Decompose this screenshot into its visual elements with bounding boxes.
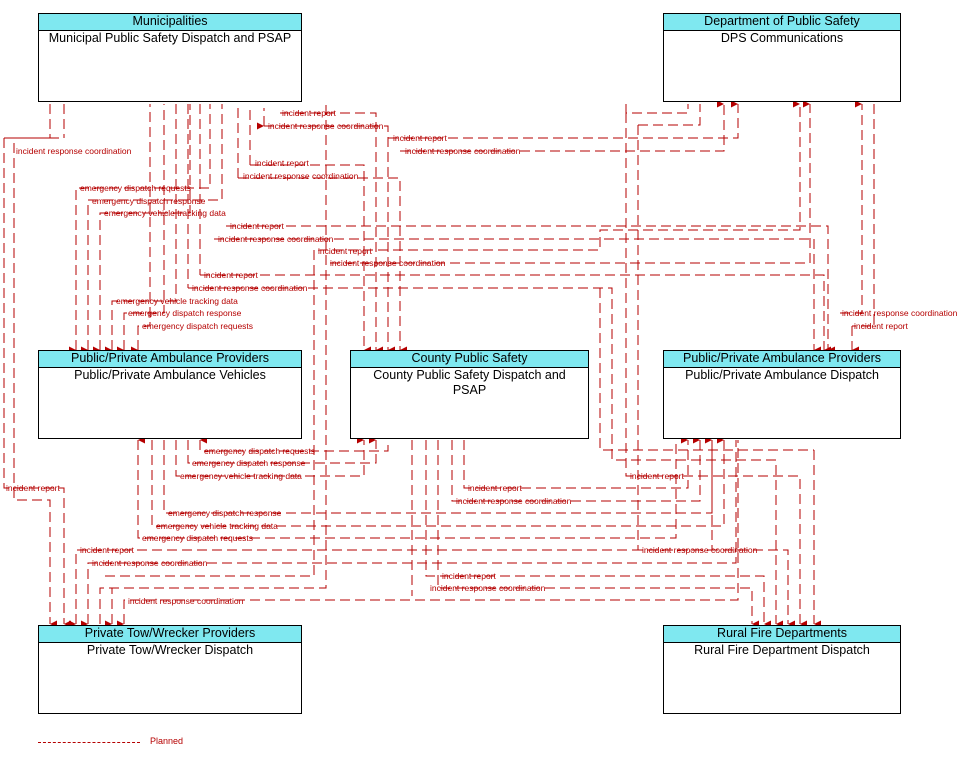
flow-label: emergency dispatch requests (142, 533, 253, 543)
flow-label: incident response coordination (456, 496, 572, 506)
node-name-label: Public/Private Ambulance Dispatch (685, 368, 879, 382)
node-name-label: Private Tow/Wrecker Dispatch (86, 643, 254, 657)
flow-label: incident response coordination (330, 258, 446, 268)
node-ambulance-dispatch: Public/Private Ambulance Providers Publi… (663, 350, 901, 439)
flow-label: incident report (6, 483, 61, 493)
flow-label: incident response coordination (192, 283, 308, 293)
node-name-label: County Public Safety Dispatch and PSAP (373, 368, 566, 397)
flow-label: emergency dispatch requests (80, 183, 191, 193)
flow-label: incident response coordination (642, 545, 758, 555)
flow-label: emergency dispatch response (92, 196, 206, 206)
flow-county-dps (318, 100, 811, 264)
flow-vehicles-county (175, 436, 389, 477)
flow-label: incident report (854, 321, 909, 331)
flow-dps-fire (599, 104, 821, 628)
flow-label: incident response coordination (405, 146, 521, 156)
flow-label: emergency dispatch requests (204, 446, 315, 456)
node-org-label: Public/Private Ambulance Providers (39, 351, 301, 368)
flow-label: emergency vehicle tracking data (116, 296, 238, 306)
node-municipal: Municipalities Municipal Public Safety D… (38, 13, 302, 102)
node-tow: Private Tow/Wrecker Providers Private To… (38, 625, 302, 714)
flow-label: emergency vehicle tracking data (104, 208, 226, 218)
node-name-label: DPS Communications (720, 31, 844, 45)
flow-label: incident response coordination (92, 558, 208, 568)
flow-label: incident report (255, 158, 310, 168)
flow-label: emergency vehicle tracking data (156, 521, 278, 531)
flow-muni-ambdispatch (187, 104, 835, 628)
flow-label: incident response coordination (243, 171, 359, 181)
flow-label: incident report (468, 483, 523, 493)
flow-label: incident response coordination (218, 234, 334, 244)
flow-label: emergency vehicle tracking data (180, 471, 302, 481)
node-org-label: Private Tow/Wrecker Providers (39, 626, 301, 643)
node-org-label: County Public Safety (351, 351, 588, 368)
flow-label: emergency dispatch response (192, 458, 306, 468)
flow-label: incident report (318, 246, 373, 256)
node-name-label: Rural Fire Department Dispatch (694, 643, 870, 657)
node-ambulance-vehicles: Public/Private Ambulance Providers Publi… (38, 350, 302, 439)
flow-county-ambdispatch (451, 436, 701, 502)
flow-dps-ambdispatch (840, 100, 875, 354)
flow-label: incident response coordination (128, 596, 244, 606)
flow-label: incident report (282, 108, 337, 118)
flow-label: incident report (230, 221, 285, 231)
node-org-label: Rural Fire Departments (664, 626, 900, 643)
flow-label: emergency dispatch response (128, 308, 242, 318)
flow-label: incident report (204, 270, 259, 280)
flow-label: incident report (442, 571, 497, 581)
flow-label: incident report (393, 133, 448, 143)
node-fire: Rural Fire Departments Rural Fire Depart… (663, 625, 901, 714)
flow-label: emergency dispatch requests (142, 321, 253, 331)
flow-label: incident response coordination (842, 308, 958, 318)
legend-line (38, 742, 140, 743)
node-org-label: Public/Private Ambulance Providers (664, 351, 900, 368)
node-org-label: Municipalities (39, 14, 301, 31)
node-name-label: Public/Private Ambulance Vehicles (74, 368, 266, 382)
flow-label: emergency dispatch response (168, 508, 282, 518)
flow-muni-tow (3, 104, 71, 628)
flow-label: incident response coordination (16, 146, 132, 156)
node-county: County Public Safety County Public Safet… (350, 350, 589, 439)
flow-vehicles-ambdispatch (137, 436, 725, 539)
flow-label: incident report (630, 471, 685, 481)
flow-vehicles-muni (69, 104, 223, 354)
flow-label: incident report (80, 545, 135, 555)
legend-label: Planned (150, 736, 184, 746)
node-dps: Department of Public Safety DPS Communic… (663, 13, 901, 102)
node-org-label: Department of Public Safety (664, 14, 900, 31)
flow-label: incident response coordination (268, 121, 384, 131)
flow-county-fire (411, 440, 771, 628)
flow-label: incident response coordination (430, 583, 546, 593)
node-name-label: Municipal Public Safety Dispatch and PSA… (48, 31, 292, 45)
